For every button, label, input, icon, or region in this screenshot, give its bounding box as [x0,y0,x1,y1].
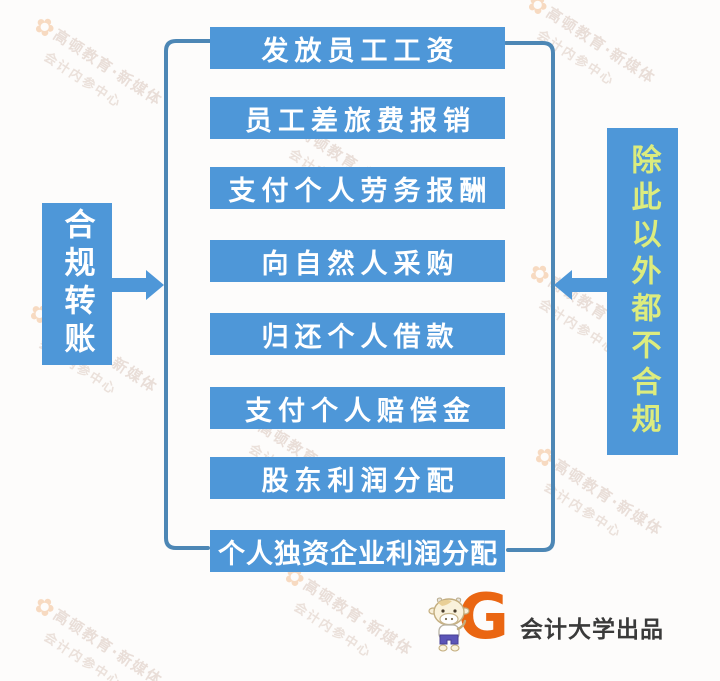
brand-letter-g: G [458,580,509,653]
arrow-right-icon [112,270,164,300]
bracket-right-line [504,41,555,552]
bracket-left-line [164,39,212,550]
arrow-left-icon [554,270,610,300]
arrow-head [554,270,572,300]
flow-item-salary: 发放员工工资 [210,27,505,69]
brand-footer: G 会计 [428,586,688,662]
calf-mascot-icon [428,597,470,652]
flow-item-purchase: 向自然人采购 [210,240,505,282]
brand-text: 会计大学出品 [520,617,664,643]
arrow-shaft [112,278,148,292]
arrow-head [146,270,164,300]
flow-item-compensation: 支付个人赔偿金 [210,387,505,429]
right-node-label: 除此以外都不合规 [625,143,661,440]
flow-item-loan-repay: 归还个人借款 [210,313,505,355]
flow-item-dividend: 股东利润分配 [210,457,505,499]
flow-item-labor-pay: 支付个人劳务报酬 [210,167,505,209]
flow-item-travel-reimb: 员工差旅费报销 [210,97,505,139]
left-node-compliant-transfer: 合规转账 [42,203,112,365]
left-node-label: 合规转账 [58,208,95,360]
arrow-shaft [572,278,610,292]
right-node-noncompliant: 除此以外都不合规 [607,128,678,455]
flow-item-sole-prop-profit: 个人独资企业利润分配 [210,530,505,572]
